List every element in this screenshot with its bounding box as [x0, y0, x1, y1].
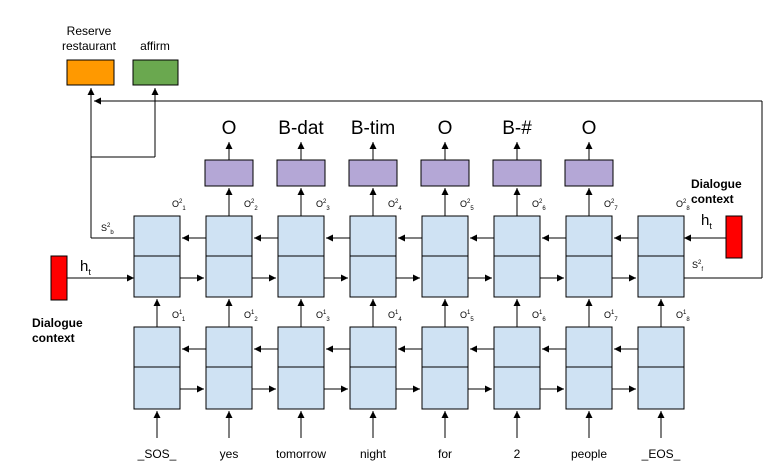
- layer1-output-label-7: O17: [604, 310, 618, 323]
- tag-label-2: B-dat: [278, 118, 324, 139]
- left-context-box: [50, 255, 68, 301]
- layer1-output-label-1: O11: [172, 310, 186, 323]
- right-context-box: [725, 215, 743, 259]
- layer1-output-label-6: O16: [532, 310, 546, 323]
- left-context-label-line1: Dialogue: [32, 316, 83, 330]
- layer1-cell-top-5: [421, 326, 469, 368]
- forward-state-label: S2f: [692, 260, 703, 273]
- layer2-cell-top-7: [565, 215, 613, 257]
- layer1-cell-top-6: [493, 326, 541, 368]
- layer1-cell-top-7: [565, 326, 613, 368]
- layer1-cell-bottom-1: [133, 366, 181, 410]
- layer1-output-label-5: O15: [460, 310, 474, 323]
- layer2-output-label-8: O28: [676, 199, 690, 212]
- intent-affirm-label: affirm: [140, 39, 170, 53]
- tag-box-2: [276, 159, 326, 187]
- right-context-h: ht: [701, 212, 712, 231]
- intent-reserve-restaurant: Reserve restaurant: [62, 24, 117, 86]
- layer1-cell-top-1: [133, 326, 181, 368]
- layer1-output-label-3: O13: [316, 310, 330, 323]
- layer2-output-label-5: O25: [460, 199, 474, 212]
- layer2-output-label-1: O21: [172, 199, 186, 212]
- right-dialogue-context: ht Dialogue context: [684, 177, 743, 259]
- input-word-2: yes: [220, 447, 239, 461]
- input-word-1: _SOS_: [137, 447, 177, 461]
- layer2-cell-top-2: [205, 215, 253, 257]
- layer2-cell-top-5: [421, 215, 469, 257]
- layer2-cell-bottom-2: [205, 255, 253, 298]
- layer2-output-label-6: O26: [532, 199, 546, 212]
- tag-label-1: O: [222, 118, 237, 139]
- left-context-h: ht: [80, 258, 91, 277]
- left-context-label-line2: context: [32, 331, 75, 345]
- layer1-output-label-4: O14: [388, 310, 402, 323]
- tag-label-4: O: [438, 118, 453, 139]
- input-word-8: _EOS_: [641, 447, 681, 461]
- layer2-output-label-7: O27: [604, 199, 618, 212]
- tag-box-3: [348, 159, 398, 187]
- tag-box-1: [204, 159, 254, 187]
- layer2-cell-bottom-6: [493, 255, 541, 298]
- layer1-cell-bottom-2: [205, 366, 253, 410]
- layer2-cell-top-6: [493, 215, 541, 257]
- layer1-cell-top-3: [277, 326, 325, 368]
- input-word-6: 2: [514, 447, 521, 461]
- layer2-output-label-4: O24: [388, 199, 402, 212]
- tag-label-5: B-#: [502, 118, 532, 139]
- tag-label-3: B-tim: [351, 118, 395, 139]
- intent-affirm-box: [132, 59, 179, 86]
- layer2-cell-bottom-1: [133, 255, 181, 298]
- layer1-cell-top-4: [349, 326, 397, 368]
- tag-label-6: O: [582, 118, 597, 139]
- input-word-3: tomorrow: [276, 447, 326, 461]
- layer2-cell-bottom-8: [637, 255, 685, 298]
- left-dialogue-context: ht Dialogue context: [32, 255, 134, 345]
- intent-reserve-label-line1: Reserve: [67, 24, 112, 38]
- layer1-cell-bottom-5: [421, 366, 469, 410]
- input-word-5: for: [438, 447, 452, 461]
- layer2-cell-top-1: [133, 215, 181, 257]
- intent-reserve-box: [66, 59, 115, 86]
- tag-box-6: [564, 159, 614, 187]
- layer2-output-label-2: O22: [244, 199, 258, 212]
- layer1-cell-bottom-7: [565, 366, 613, 410]
- layer2-output-label-3: O23: [316, 199, 330, 212]
- right-context-label-line2: context: [691, 192, 734, 206]
- intent-reserve-label-line2: restaurant: [62, 39, 117, 53]
- right-context-label-line1: Dialogue: [691, 177, 742, 191]
- layer1-cell-top-8: [637, 326, 685, 368]
- layer1-cell-bottom-3: [277, 366, 325, 410]
- tag-box-4: [420, 159, 470, 187]
- layer2-cell-bottom-4: [349, 255, 397, 298]
- input-word-7: people: [571, 447, 607, 461]
- layer2-cell-bottom-5: [421, 255, 469, 298]
- intent-affirm: affirm: [132, 39, 179, 86]
- layer1-output-label-2: O12: [244, 310, 258, 323]
- layer2-cell-bottom-3: [277, 255, 325, 298]
- backward-state-label: S2b: [101, 223, 114, 236]
- layer1-cell-bottom-4: [349, 366, 397, 410]
- layer1-cell-bottom-8: [637, 366, 685, 410]
- layer2-cell-bottom-7: [565, 255, 613, 298]
- layer2-cell-top-8: [637, 215, 685, 257]
- layer2-cell-top-3: [277, 215, 325, 257]
- layer1-output-label-8: O18: [676, 310, 690, 323]
- layer1-cell-top-2: [205, 326, 253, 368]
- input-word-4: night: [360, 447, 387, 461]
- layer1-cell-bottom-6: [493, 366, 541, 410]
- tag-box-5: [492, 159, 542, 187]
- layer2-cell-top-4: [349, 215, 397, 257]
